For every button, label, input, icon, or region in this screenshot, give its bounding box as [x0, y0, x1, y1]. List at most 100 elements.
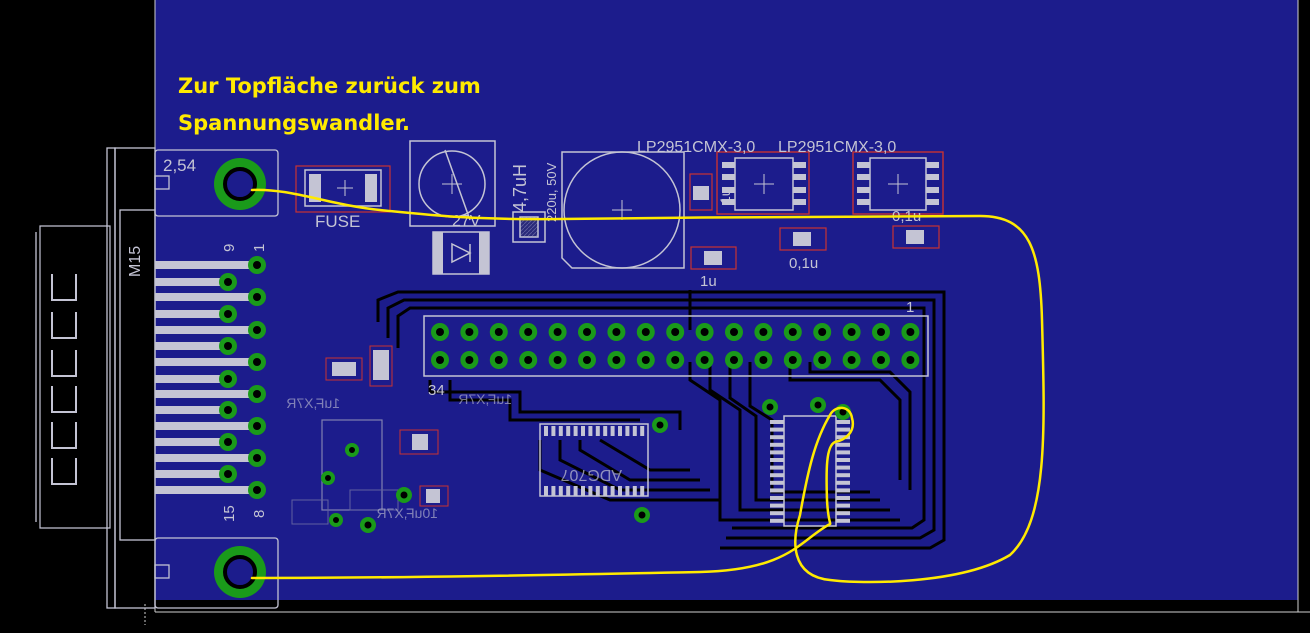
header-pin-hole	[847, 328, 856, 336]
regulator-ic-1	[716, 151, 810, 215]
header-pin-hole	[877, 328, 885, 336]
adc-pin	[551, 426, 556, 436]
connector-finger	[155, 261, 257, 269]
header-outline	[423, 315, 929, 377]
adc-pin	[566, 486, 571, 496]
header-pin-hole	[553, 328, 562, 336]
adc-pin	[566, 426, 571, 436]
connector-finger	[155, 358, 257, 366]
connector-pad-hole	[224, 310, 232, 318]
adc-pin	[640, 426, 645, 436]
inductor-footprint	[512, 211, 546, 243]
adc-chip	[539, 423, 649, 497]
connector-pad-hole	[253, 326, 261, 334]
mux-pin	[770, 420, 784, 424]
mux-pin	[770, 518, 784, 523]
connector-finger	[155, 310, 228, 318]
header-pin-hole	[524, 328, 533, 336]
mux-pin	[770, 465, 784, 470]
connector-pad-hole	[253, 390, 261, 398]
regulator-1-label: LP2951CMX-3,0	[637, 139, 755, 156]
adc-pin	[625, 486, 630, 496]
electrolytic-capacitor-footprint	[561, 151, 685, 269]
header-pin-hole	[671, 356, 680, 364]
mux-pin	[836, 450, 850, 455]
inductor-label: 4,7uH	[510, 164, 530, 212]
connector-finger	[155, 406, 228, 414]
connector-pin-8-label: 8	[251, 510, 268, 518]
adc-pin	[610, 426, 615, 436]
connector-finger	[155, 470, 228, 478]
mux-pin	[836, 435, 850, 440]
connector-pad-hole	[224, 278, 232, 286]
smd-capacitors	[689, 173, 940, 270]
mux-pin	[770, 427, 784, 432]
mounting-hole-top	[214, 158, 266, 210]
bottom-side-components	[291, 345, 449, 525]
connector-pin-1-label: 1	[251, 244, 268, 252]
header-pin-hole	[759, 328, 768, 336]
adc-pin	[573, 426, 578, 436]
header-pin-hole	[583, 328, 591, 336]
adc-pin	[558, 486, 563, 496]
header-pin-hole	[583, 356, 591, 364]
adc-pin	[618, 486, 622, 496]
connector-finger	[155, 438, 228, 446]
cap-bot-label: 10uF,X7R	[377, 505, 438, 521]
adc-pin	[581, 426, 585, 436]
annotation-line-1: Zur Topfläche zurück zum	[178, 74, 481, 98]
cap-1u-a-label: 1u	[717, 188, 733, 204]
connector-pad-hole	[253, 422, 261, 430]
header-pin-hole	[818, 328, 827, 336]
connector-pad-hole	[253, 358, 261, 366]
adc-pin	[640, 486, 645, 496]
adc-pin	[588, 486, 593, 496]
header-pin-hole	[700, 328, 709, 336]
connector-pin-9-label: 9	[221, 244, 238, 252]
header-pin-hole	[436, 328, 444, 336]
header-pin-hole	[730, 328, 738, 336]
header-pin-hole	[818, 356, 827, 364]
connector-finger	[155, 486, 257, 494]
header-pin-hole	[612, 356, 621, 364]
adc-pin	[581, 486, 585, 496]
connector-finger	[155, 293, 257, 301]
fuse-label: FUSE	[315, 212, 360, 231]
header-pin-1-label: 1	[906, 299, 914, 316]
header-pin-hole	[847, 356, 856, 364]
adc-pin	[632, 486, 637, 496]
header-pin-hole	[612, 328, 621, 336]
adc-pin	[551, 486, 556, 496]
adc-pin	[544, 486, 548, 496]
connector-finger	[155, 278, 228, 286]
header-pin-hole	[641, 328, 650, 336]
header-pin-hole	[700, 356, 709, 364]
mux-pin	[770, 496, 784, 500]
header-pin-hole	[877, 356, 885, 364]
connector-finger	[155, 390, 257, 398]
header-pin-hole	[494, 356, 503, 364]
connector-pad-hole	[253, 454, 261, 462]
vias	[321, 397, 851, 533]
connector-pin-15-label: 15	[221, 505, 238, 522]
header-pin-34-label: 34	[428, 382, 445, 399]
adc-pin	[595, 426, 600, 436]
adc-pin	[544, 426, 548, 436]
header-pin-hole	[906, 328, 915, 336]
adc-pin	[603, 426, 608, 436]
connector-finger	[155, 454, 257, 462]
mux-pin	[770, 503, 784, 508]
connector-finger	[155, 342, 228, 350]
adc-pin	[573, 486, 578, 496]
adc-label: ADG707	[561, 466, 622, 483]
header-pin-hole	[671, 328, 680, 336]
header-pin-hole	[465, 328, 474, 336]
connector-pad-hole	[224, 406, 232, 414]
mux-pin	[836, 518, 850, 523]
mux-pin	[836, 420, 850, 424]
header-pin-hole	[641, 356, 650, 364]
connector-finger	[155, 326, 257, 334]
connector-pad-hole	[253, 261, 261, 269]
connector-finger	[155, 375, 228, 383]
